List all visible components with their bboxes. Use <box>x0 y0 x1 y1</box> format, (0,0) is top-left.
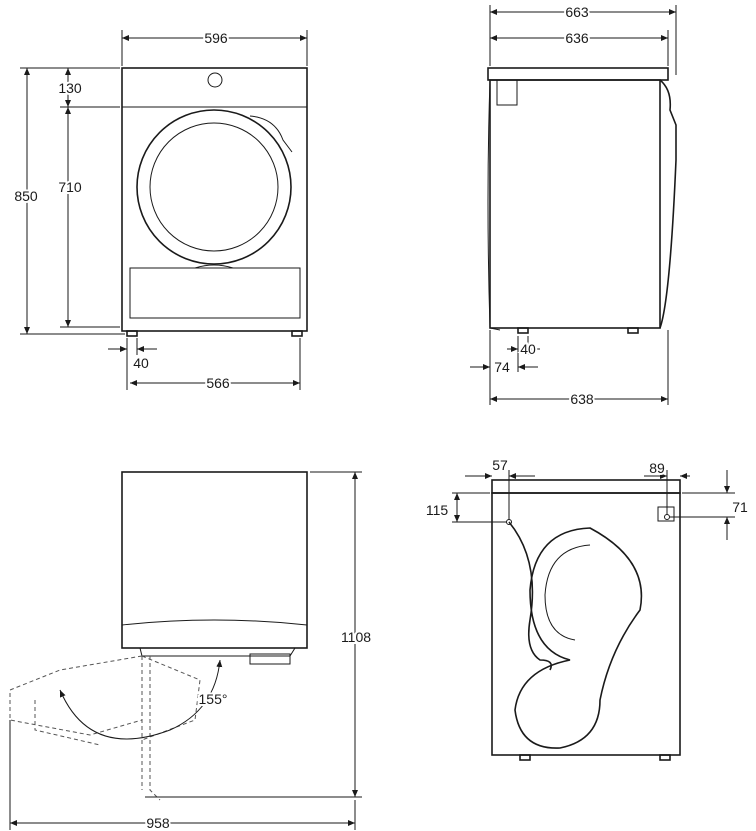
side-view: 663 636 40 74 638 <box>470 2 677 409</box>
total-height-label: 850 <box>14 188 38 204</box>
door-angle-label: 155° <box>199 691 228 707</box>
body-depth-label: 636 <box>565 30 589 46</box>
open-depth-label: 958 <box>146 815 170 831</box>
door-area-height-label: 710 <box>58 179 82 195</box>
outlet-offset-label: 89 <box>649 460 665 476</box>
hose-offset-label: 57 <box>492 457 508 473</box>
side-foot-offset-label: 40 <box>520 341 536 357</box>
door-open-view: 1108 155° 958 <box>9 471 373 831</box>
rear-view: 57 89 115 71 <box>424 455 750 761</box>
total-depth-label: 663 <box>565 4 589 20</box>
foot-inset-label: 40 <box>133 355 149 371</box>
front-view: 596 130 710 850 40 566 <box>12 28 308 393</box>
foot-span-label: 566 <box>206 375 230 391</box>
hose-drop-label: 115 <box>426 502 449 518</box>
front-width-label: 596 <box>204 30 228 46</box>
rear-offset-label: 74 <box>494 359 510 375</box>
height-with-door-label: 1108 <box>341 629 371 645</box>
base-depth-label: 638 <box>570 391 594 407</box>
outlet-drop-label: 71 <box>732 499 748 515</box>
panel-height-label: 130 <box>58 80 82 96</box>
